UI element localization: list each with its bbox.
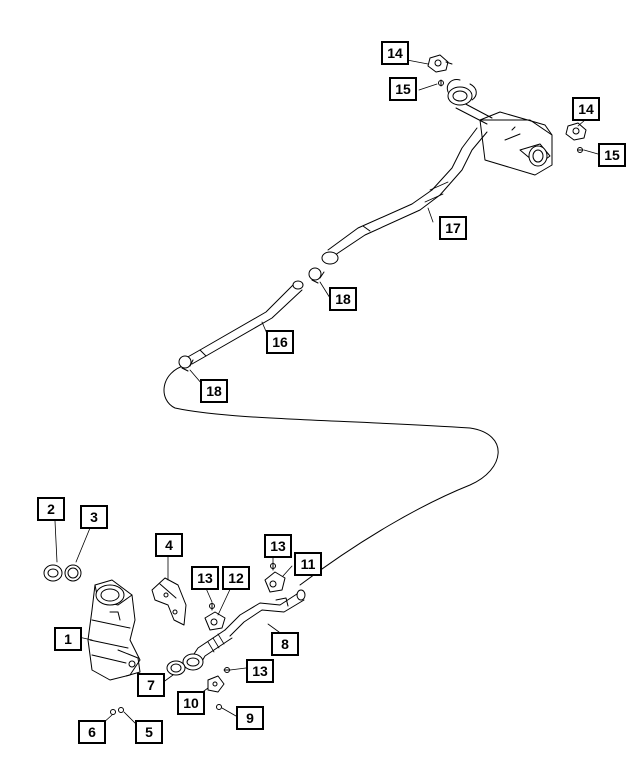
heat-shield xyxy=(151,577,187,626)
bolt-right xyxy=(577,147,584,153)
callout-17: 17 xyxy=(439,216,467,240)
callout-9: 9 xyxy=(236,706,264,730)
callout-4: 4 xyxy=(155,533,183,557)
callout-16: 16 xyxy=(266,330,294,354)
callout-13-bottom: 13 xyxy=(246,659,274,683)
rear-muffler-assembly xyxy=(321,79,553,265)
seal-ring xyxy=(64,564,82,582)
callout-18-lower: 18 xyxy=(200,379,228,403)
routing-line xyxy=(163,364,499,586)
gasket-ring xyxy=(43,564,63,582)
flange-gasket xyxy=(166,660,186,676)
callout-13-top: 13 xyxy=(264,534,292,558)
callout-11: 11 xyxy=(294,552,322,576)
callout-1: 1 xyxy=(54,627,82,651)
callout-3: 3 xyxy=(80,505,108,529)
callout-15-right: 15 xyxy=(598,143,626,167)
clamp-lower xyxy=(178,355,194,372)
bolt-13c xyxy=(223,667,231,673)
callout-6: 6 xyxy=(78,720,106,744)
clamp-upper xyxy=(308,267,325,284)
isolator-11 xyxy=(264,571,286,593)
nut-9 xyxy=(216,704,222,710)
callout-10: 10 xyxy=(177,691,205,715)
intermediate-pipe xyxy=(185,280,304,365)
hanger-bracket-upper xyxy=(427,54,453,73)
callout-13-left: 13 xyxy=(191,566,219,590)
callout-8: 8 xyxy=(271,632,299,656)
hanger-bracket-right xyxy=(565,122,587,141)
callout-7: 7 xyxy=(137,673,165,697)
stud-nut-5 xyxy=(118,707,124,713)
bolt-13a xyxy=(209,602,215,611)
hanger-bracket-10 xyxy=(207,675,225,693)
callout-14-right: 14 xyxy=(572,97,600,121)
callout-2: 2 xyxy=(37,497,65,521)
callout-5: 5 xyxy=(135,720,163,744)
front-exhaust-pipe xyxy=(182,589,306,671)
stud-nut-6 xyxy=(110,709,116,715)
catalytic-converter xyxy=(87,579,141,681)
callout-12: 12 xyxy=(222,566,250,590)
callout-18-upper: 18 xyxy=(329,287,357,311)
callout-14-upper: 14 xyxy=(381,41,409,65)
bolt-upper xyxy=(438,79,444,87)
isolator-12 xyxy=(204,611,226,631)
bolt-13b xyxy=(270,562,276,571)
callout-15-upper: 15 xyxy=(389,77,417,101)
